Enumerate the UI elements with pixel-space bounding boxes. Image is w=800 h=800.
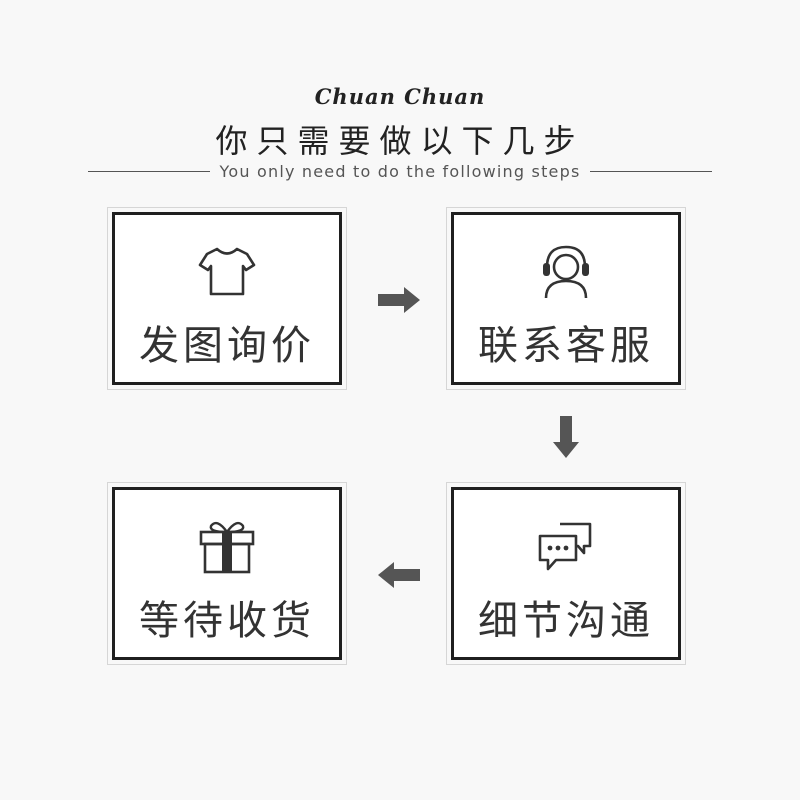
- arrow-right-icon: [378, 287, 420, 313]
- headset-icon: [543, 245, 589, 299]
- divider-left: [88, 170, 210, 172]
- step-label: 等待收货: [139, 598, 315, 644]
- tshirt-icon: [198, 247, 256, 296]
- page-title: 你只需要做以下几步: [215, 122, 585, 160]
- step-card-frame: 细节沟通: [451, 487, 681, 660]
- subtitle-row: You only need to do the following steps: [88, 159, 713, 183]
- arrow-down-icon: [553, 416, 579, 458]
- step-card-frame: 联系客服: [451, 212, 681, 385]
- step-card-frame: 发图询价: [112, 212, 342, 385]
- page-subtitle: You only need to do the following steps: [219, 161, 581, 181]
- step-label: 联系客服: [478, 323, 654, 369]
- step-label: 发图询价: [139, 323, 315, 369]
- brand-logo: Chuan Chuan: [314, 84, 486, 109]
- step-card-quote: 发图询价: [107, 207, 347, 390]
- step-card-contact: 联系客服: [446, 207, 686, 390]
- arrow-left-icon: [378, 562, 420, 588]
- gift-icon: [199, 521, 255, 574]
- step-label: 细节沟通: [478, 598, 654, 644]
- divider-right: [590, 170, 713, 172]
- step-card-frame: 等待收货: [112, 487, 342, 660]
- step-card-receive: 等待收货: [107, 482, 347, 665]
- chat-icon: [538, 522, 592, 571]
- step-card-details: 细节沟通: [446, 482, 686, 665]
